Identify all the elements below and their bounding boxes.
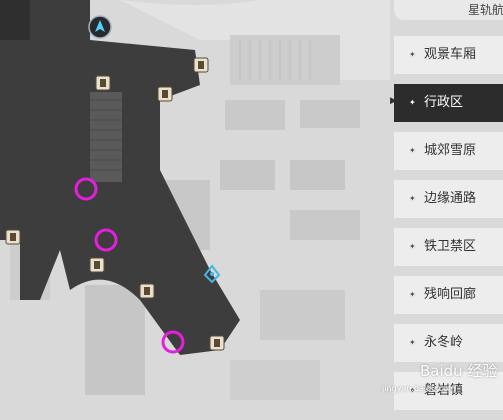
location-label: 铁卫禁区 — [424, 239, 477, 254]
location-label: 行政区 — [424, 95, 464, 110]
quest-marker-circle[interactable] — [161, 330, 185, 354]
warp-door-icon[interactable] — [5, 229, 21, 245]
quest-marker-circle[interactable] — [74, 177, 98, 201]
location-item-administrative-district[interactable]: ✦ 行政区 — [394, 84, 503, 122]
location-item-outlying-snow-plains[interactable]: ✦ 城郊雪原 — [394, 132, 503, 170]
diamond-icon: ✦ — [409, 242, 416, 251]
location-item-backwater-pass[interactable]: ✦ 边缘通路 — [394, 180, 503, 218]
location-item-everwinter-hill[interactable]: ✦ 永冬岭 — [394, 324, 503, 362]
warp-door-icon[interactable] — [157, 86, 173, 102]
teleport-anchor-icon[interactable] — [203, 264, 221, 284]
location-label: 永冬岭 — [424, 335, 464, 350]
warp-door-icon[interactable] — [193, 57, 209, 73]
diamond-icon: ✦ — [409, 98, 416, 107]
location-item-observation-car[interactable]: ✦ 观景车厢 — [394, 36, 503, 74]
location-item-corridor-of-fading-echoes[interactable]: ✦ 残响回廊 — [394, 276, 503, 314]
diamond-icon: ✦ — [409, 290, 416, 299]
location-item-silvermane-guard-restricted-zone[interactable]: ✦ 铁卫禁区 — [394, 228, 503, 266]
warp-door-icon[interactable] — [139, 283, 155, 299]
watermark-url: jingyan.baidu.com — [382, 384, 456, 393]
location-label: 城郊雪原 — [424, 143, 477, 158]
warp-door-icon[interactable] — [209, 335, 225, 351]
location-list: ✦ 观景车厢 ✦ 行政区 ✦ 城郊雪原 ✦ 边缘通路 ✦ 铁卫禁区 ✦ 残响回廊… — [394, 36, 503, 420]
diamond-icon: ✦ — [409, 338, 416, 347]
selection-arrow-icon: ▶ — [390, 96, 397, 106]
player-arrow-icon — [88, 15, 112, 39]
panel-title: 星轨航 — [394, 0, 503, 20]
location-label: 观景车厢 — [424, 47, 477, 62]
warp-door-icon[interactable] — [89, 257, 105, 273]
diamond-icon: ✦ — [409, 386, 416, 395]
diamond-icon: ✦ — [409, 194, 416, 203]
location-label: 残响回廊 — [424, 287, 477, 302]
warp-door-icon[interactable] — [95, 75, 111, 91]
watermark: Baidu 经验 — [420, 362, 498, 380]
diamond-icon: ✦ — [409, 50, 416, 59]
diamond-icon: ✦ — [409, 146, 416, 155]
quest-marker-circle[interactable] — [94, 228, 118, 252]
location-label: 边缘通路 — [424, 191, 477, 206]
location-label: 磐岩镇 — [424, 383, 464, 398]
